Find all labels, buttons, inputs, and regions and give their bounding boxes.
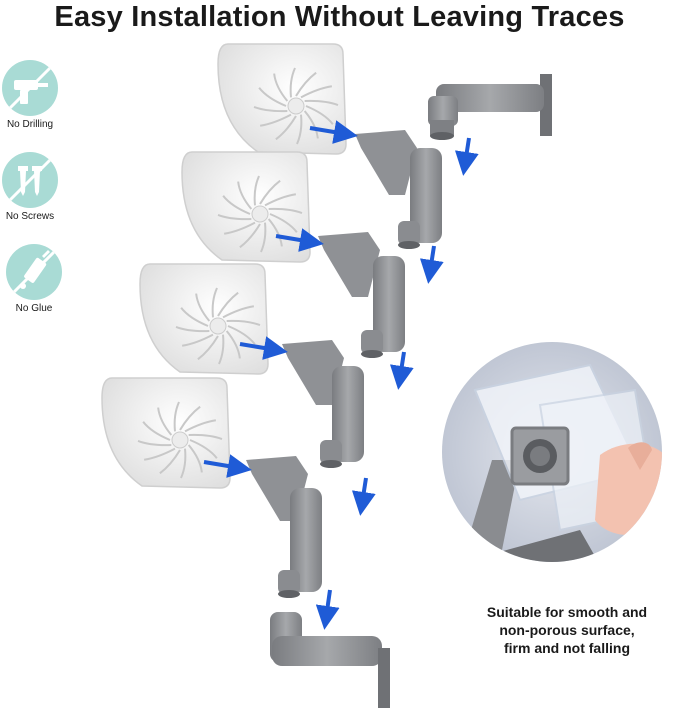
fan-segment (101, 377, 376, 598)
y-connector (355, 130, 442, 249)
down-arrow (351, 477, 376, 516)
down-arrow (315, 589, 340, 630)
page-title: Easy Installation Without Leaving Traces (54, 1, 625, 33)
down-arrow (454, 137, 479, 176)
fan-head (181, 151, 311, 263)
insert-arrow (239, 336, 288, 360)
surface-caption: Suitable for smooth and non-porous surfa… (455, 603, 679, 657)
fan-head (139, 263, 269, 375)
insert-arrow (275, 228, 324, 252)
down-arrow (389, 351, 414, 390)
badge-label: No Glue (15, 303, 53, 314)
caption-line: non-porous surface, (499, 622, 635, 638)
y-connector (282, 340, 364, 468)
badge-label: No Drilling (6, 119, 54, 130)
glue-icon (12, 250, 56, 294)
fan-head (101, 377, 231, 489)
adhesive-zoom-circle (442, 342, 662, 562)
screws-icon (8, 158, 52, 202)
down-arrow (419, 245, 444, 284)
drill-icon (8, 66, 52, 110)
badge-label: No Screws (5, 211, 55, 222)
top-wall-bracket (428, 74, 552, 140)
caption-line: firm and not falling (504, 640, 630, 656)
badge-no-screws: No Screws (0, 152, 60, 222)
bottom-wall-bracket (270, 612, 390, 708)
insert-arrow (203, 454, 252, 478)
caption-line: Suitable for smooth and (486, 604, 648, 620)
badge-no-glue: No Glue (4, 244, 64, 314)
y-connector (318, 232, 405, 358)
fan-segment (181, 151, 444, 358)
fan-head (217, 43, 347, 155)
badge-no-drilling: No Drilling (0, 60, 60, 130)
y-connector (246, 456, 322, 598)
insert-arrow (309, 120, 358, 144)
fan-segment (139, 263, 414, 468)
